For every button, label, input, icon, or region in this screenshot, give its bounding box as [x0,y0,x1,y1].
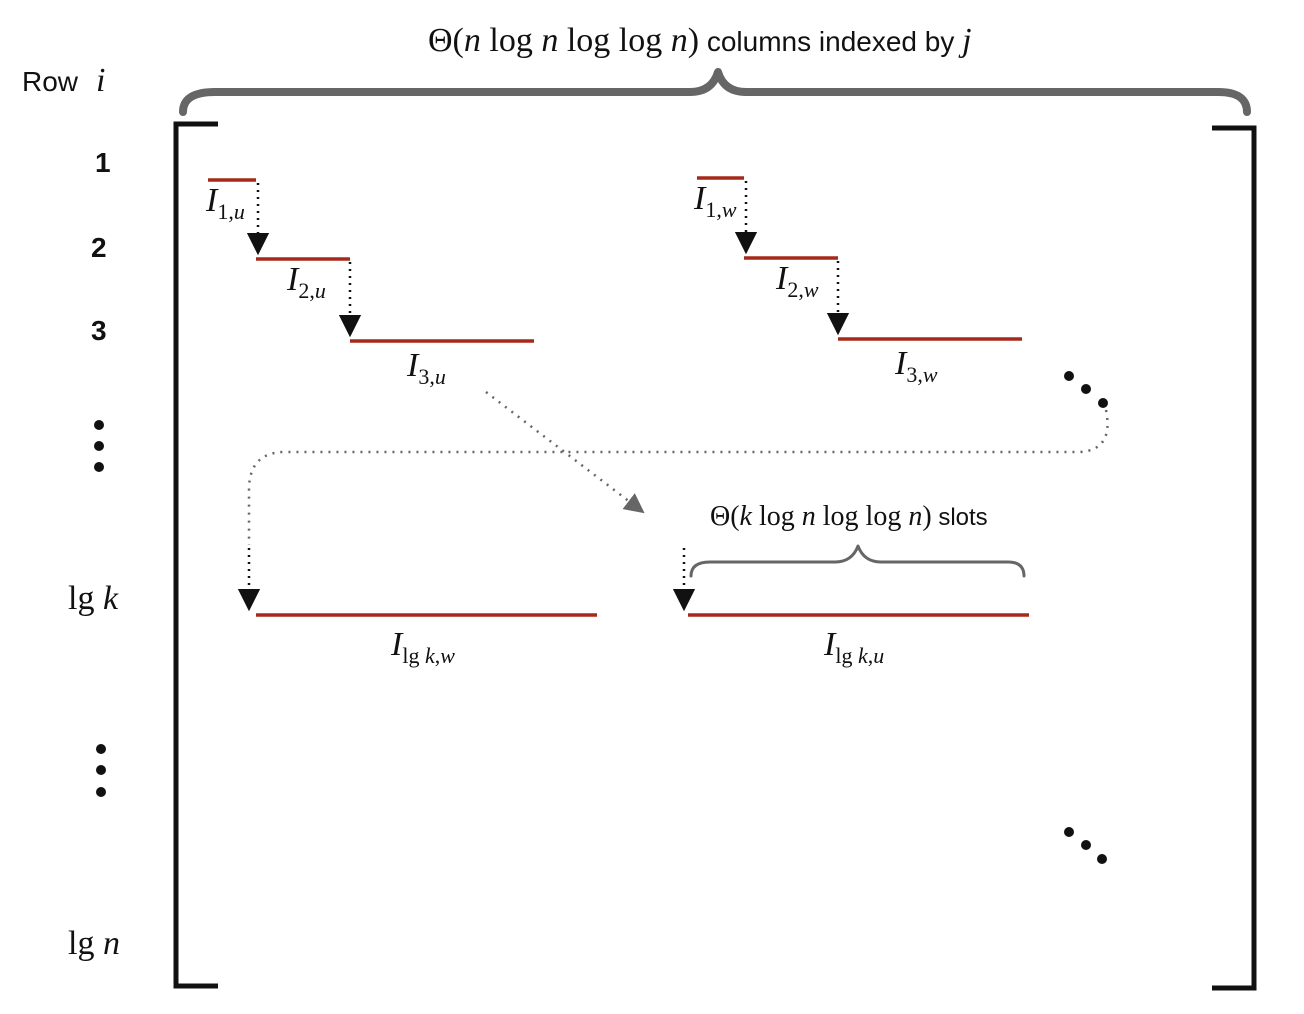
row-lgn-label: lg n [68,927,120,961]
var-j: j [962,22,972,59]
lg-text: lg [68,925,103,962]
label-I-2u: I2,u [287,263,326,302]
label-I-lgku: Ilg k,u [824,628,884,667]
sub-lg: lg [835,643,858,668]
right-bracket [1212,125,1257,991]
I-base: I [694,180,706,217]
theta-prefix: Θ( [710,501,740,532]
log-text: log [480,22,542,59]
sub-k: k [857,643,868,668]
I-base: I [206,182,218,219]
loglog-text: log log [558,22,671,59]
label-I-lgkw: Ilg k,w [391,628,455,667]
var-n: n [541,22,559,59]
diagonal-ellipsis-1 [1064,371,1108,408]
row-1-label: 1 [95,147,111,178]
sub-lg: lg [402,643,425,668]
close-paren: ) [922,501,932,532]
sub-var: w [922,362,938,387]
close-paren: ) [687,22,700,59]
sub-index: 3, [418,364,435,389]
var-n: n [908,501,923,532]
row-3-label: 3 [91,315,107,346]
columns-text: columns indexed by [699,26,963,57]
loglog-text: log log [815,501,909,532]
var-n: n [670,22,688,59]
slots-text: slots [931,504,988,531]
slots-brace [689,544,1026,578]
label-I-3u: I3,u [407,349,446,388]
label-I-1u: I1,u [206,184,245,223]
I-base: I [776,260,788,297]
theta-prefix: Θ( [428,22,464,59]
I-base: I [895,345,907,382]
row-text: Row [22,66,79,97]
top-brace [179,68,1251,116]
row-2-label: 2 [91,232,107,263]
sub-k: k [424,643,435,668]
label-I-3w: I3,w [895,347,938,386]
sub-comma: , [434,643,441,668]
I-base: I [287,261,299,298]
sub-var: w [803,277,819,302]
sub-var: w [440,643,455,668]
sub-index: 2, [787,277,804,302]
sub-var: u [873,643,885,668]
var-n: n [463,22,481,59]
dotted-arrow-to-lgku [485,391,645,514]
vertical-ellipsis-1 [94,420,104,472]
diagonal-ellipsis-2 [1064,827,1107,864]
I-base: I [407,347,419,384]
sub-var: u [233,199,245,224]
label-I-1w: I1,w [694,182,737,221]
var-k: k [102,580,119,617]
var-n: n [801,501,816,532]
vertical-ellipsis-2 [96,744,106,797]
slots-label: Θ(k log n log log n) slots [710,503,988,531]
var-i: i [96,62,106,99]
I-base: I [391,626,403,663]
I-base: I [824,626,836,663]
sub-var: w [721,197,737,222]
var-k: k [739,501,752,532]
sub-index: 1, [705,197,722,222]
sub-index: 3, [906,362,923,387]
row-lgk-label: lg k [68,582,118,616]
sub-comma: , [867,643,874,668]
sub-var: u [434,364,446,389]
sub-index: 2, [298,278,315,303]
sub-var: u [314,278,326,303]
log-text: log [751,501,802,532]
left-bracket [173,121,218,989]
columns-header: Θ(n log n log log n) columns indexed by … [428,24,972,58]
var-n: n [102,925,120,962]
lg-text: lg [68,580,103,617]
sub-index: 1, [217,199,234,224]
label-I-2w: I2,w [776,262,819,301]
